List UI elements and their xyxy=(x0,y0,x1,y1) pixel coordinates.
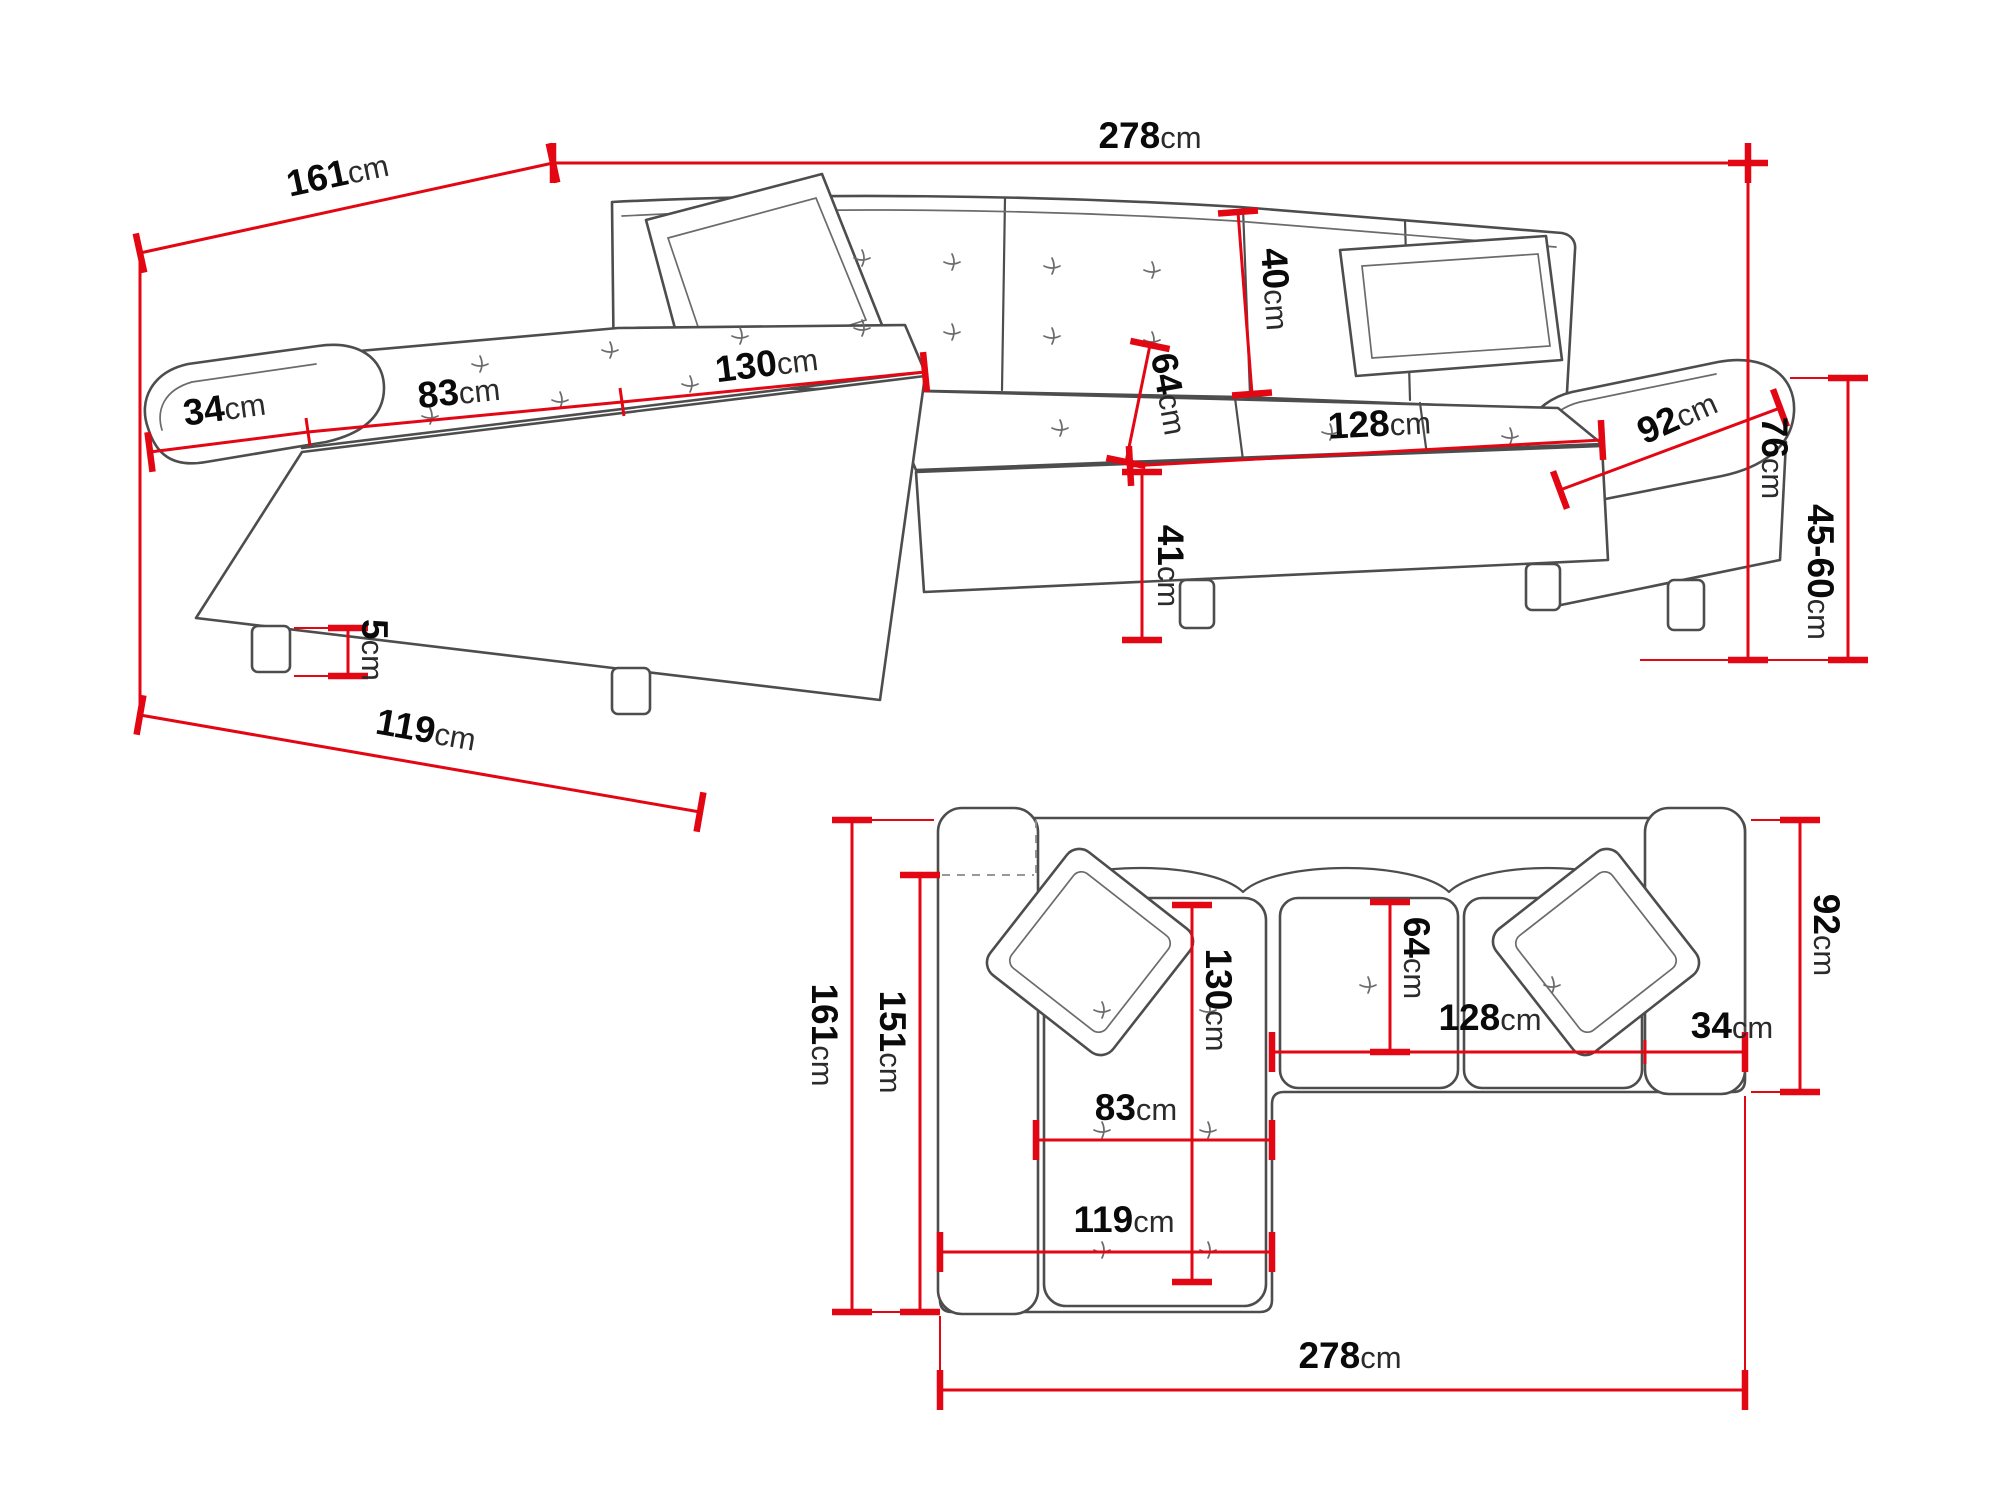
seat-leg-2 xyxy=(1524,562,1562,612)
plan-label-width-total: 278cm xyxy=(1298,1335,1401,1376)
label-leg-height: 5cm xyxy=(354,619,395,681)
label-backrest-height: 40cm xyxy=(1253,247,1300,332)
seat-leg-1 xyxy=(1178,578,1216,630)
label-armrest-left-width: 34cm xyxy=(181,382,268,434)
plan-view: 161cm 151cm 130cm 64cm 128cm 34cm 92cm 8… xyxy=(804,806,1847,1410)
dim-tick-chain-1 xyxy=(304,417,312,447)
dim-tick-chain-2 xyxy=(618,387,626,417)
plan-left-armrest xyxy=(936,806,1040,1316)
plan-pillow-left xyxy=(985,847,1195,1057)
label-seat-depth: 64cm xyxy=(1143,350,1198,438)
plan-label-seat-width: 128cm xyxy=(1438,997,1541,1038)
plan-dimension-labels: 161cm 151cm 130cm 64cm 128cm 34cm 92cm 8… xyxy=(804,894,1847,1376)
plan-label-depth-total: 161cm xyxy=(804,983,845,1086)
plan-label-seat-depth: 64cm xyxy=(1396,917,1437,999)
pillow-right xyxy=(1338,234,1564,378)
chaise-leg-2 xyxy=(610,666,652,716)
dim-line-seat-width xyxy=(1125,419,1607,487)
plan-label-side-depth: 92cm xyxy=(1806,894,1847,976)
dim-line-chaise-outer xyxy=(133,694,707,833)
plan-label-depth-inner: 151cm xyxy=(872,990,913,1093)
plan-label-chaise-length: 130cm xyxy=(1198,948,1239,1051)
label-adjustable-height: 45-60cm xyxy=(1800,504,1841,640)
plan-label-chaise-outer-width: 119cm xyxy=(1073,1199,1174,1240)
plan-label-armrest-right-width: 34cm xyxy=(1691,1005,1773,1046)
label-chaise-seat-length: 130cm xyxy=(713,337,820,390)
label-total-width: 278cm xyxy=(1098,115,1201,156)
seat-front-band xyxy=(914,444,1610,594)
plan-pillow-right xyxy=(1491,847,1701,1057)
label-chaise-seat-width: 83cm xyxy=(416,367,502,416)
label-seat-front-width: 128cm xyxy=(1327,400,1432,446)
sofa-plan-drawing xyxy=(936,806,1747,1316)
plan-hidden-edge-dashed xyxy=(942,820,1037,876)
perspective-view: 278cm 161cm 40cm 34cm 83cm 130cm 64cm 12… xyxy=(132,115,1868,833)
right-leg xyxy=(1666,578,1706,632)
perspective-dimension-lines xyxy=(132,142,1868,833)
label-seat-height: 41cm xyxy=(1150,525,1191,607)
dim-line-backrest-height xyxy=(1217,207,1273,399)
plan-label-chaise-width: 83cm xyxy=(1095,1087,1177,1128)
dim-line-armrest-chaise-chain xyxy=(144,351,931,473)
label-total-depth: 161cm xyxy=(283,143,392,205)
plan-dimension-lines xyxy=(832,816,1820,1410)
chaise-leg-1 xyxy=(250,624,292,674)
label-total-height: 76cm xyxy=(1754,417,1795,499)
dim-line-total-depth xyxy=(132,142,561,274)
label-chaise-length-outer: 119cm xyxy=(373,701,480,759)
